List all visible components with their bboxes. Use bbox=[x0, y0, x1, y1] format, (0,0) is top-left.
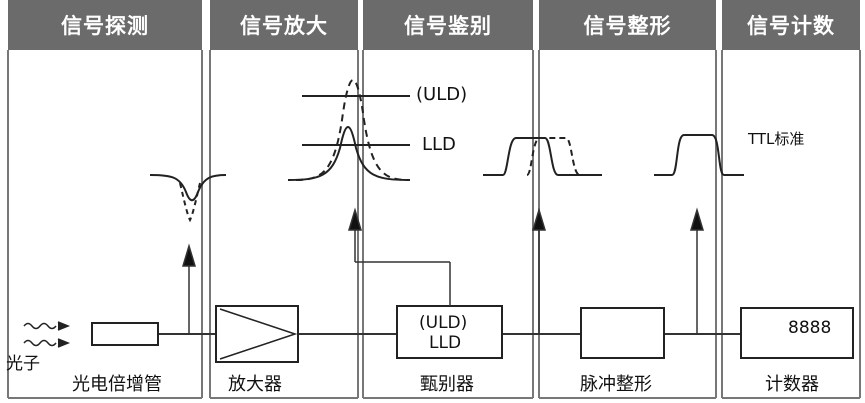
header-signal-detection: 信号探测 bbox=[8, 0, 202, 50]
amplifier-label: 放大器 bbox=[228, 374, 282, 395]
up-arrows bbox=[181, 207, 705, 334]
uld-threshold-label: (ULD) bbox=[416, 84, 468, 105]
pmt-label: 光电倍增管 bbox=[72, 374, 162, 395]
header-signal-counting: 信号计数 bbox=[722, 0, 860, 50]
lld-threshold-label: LLD bbox=[422, 134, 456, 155]
header-signal-discrimination: 信号鉴别 bbox=[363, 0, 533, 50]
ttl-pulse-waveform bbox=[654, 134, 744, 176]
amplifier-triangle-icon bbox=[219, 308, 298, 360]
discriminator-lld-label: LLD bbox=[429, 333, 462, 353]
pulse-shaper-label: 脉冲整形 bbox=[580, 374, 652, 395]
column-borders bbox=[7, 50, 861, 399]
amplifier-box bbox=[215, 305, 299, 363]
counter-display: 8888 bbox=[788, 318, 832, 338]
ttl-standard-label: TTL标准 bbox=[748, 130, 805, 148]
photon-label: 光子 bbox=[6, 354, 40, 374]
photon-arrows bbox=[23, 321, 71, 348]
pulse-shaper-box bbox=[580, 307, 665, 359]
pmt-pulse-waveform bbox=[149, 174, 227, 223]
header-signal-amplification: 信号放大 bbox=[210, 0, 358, 50]
header-signal-shaping: 信号整形 bbox=[539, 0, 716, 50]
discriminator-label: 甄别器 bbox=[420, 374, 474, 395]
discriminator-uld-label: (ULD) bbox=[419, 313, 468, 333]
counter-label: 计数器 bbox=[765, 374, 819, 395]
discriminator-output-waveform bbox=[483, 137, 602, 176]
discriminator-box bbox=[396, 305, 503, 359]
counter-box bbox=[740, 307, 854, 359]
amplified-pulse-waveform bbox=[287, 78, 411, 181]
photomultiplier-tube bbox=[91, 322, 159, 346]
